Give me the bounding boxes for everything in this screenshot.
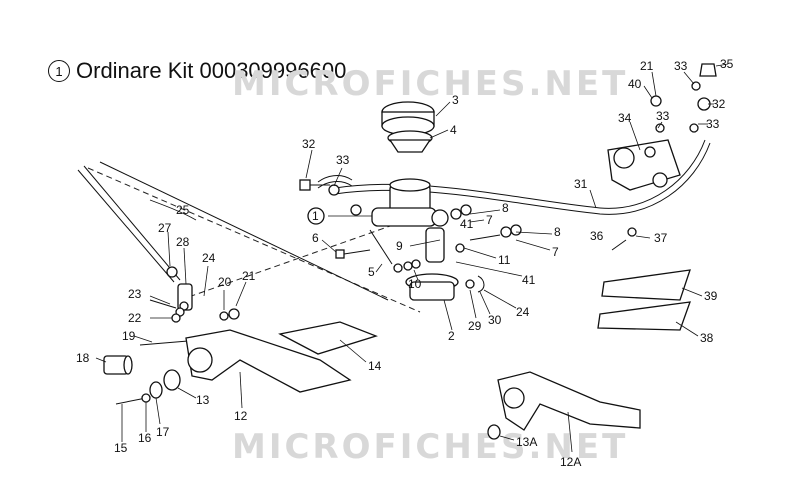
part-label: 37 xyxy=(654,231,668,245)
part-label: 38 xyxy=(700,331,714,345)
part-label: 12 xyxy=(234,409,248,423)
part-label: 9 xyxy=(396,239,403,253)
part-label: 7 xyxy=(552,245,559,259)
part-label: 13 xyxy=(196,393,210,407)
part-label: 41 xyxy=(522,273,536,287)
reservoir-cap xyxy=(381,101,435,136)
part-label: 25 xyxy=(176,203,190,217)
part-label: 36 xyxy=(590,229,604,243)
part-label: 2 xyxy=(448,329,455,343)
master-cylinder xyxy=(371,178,459,301)
part-label: 8 xyxy=(502,201,509,215)
kit-symbol: 1 xyxy=(48,60,70,82)
part-label: 12A xyxy=(560,455,581,469)
part-label: 41 xyxy=(460,217,474,231)
part-label: 8 xyxy=(554,225,561,239)
part-label: 21 xyxy=(640,59,654,73)
part-label: 28 xyxy=(176,235,190,249)
part-label: 1 xyxy=(312,209,319,223)
brake-pedal-alt xyxy=(487,371,641,440)
part-label: 24 xyxy=(202,251,216,265)
part-label: 32 xyxy=(712,97,726,111)
leader-lines xyxy=(95,63,729,453)
part-label: 39 xyxy=(704,289,718,303)
part-label: 4 xyxy=(450,123,457,137)
part-label: 11 xyxy=(498,253,511,267)
pivot-knob xyxy=(103,355,133,375)
part-label: 32 xyxy=(302,137,316,151)
pedal-bushings xyxy=(115,369,181,405)
part-label: 7 xyxy=(486,213,493,227)
part-label: 3 xyxy=(452,93,459,107)
kit-marker xyxy=(307,207,325,225)
part-label: 30 xyxy=(488,313,502,327)
part-labels: 3 4 32 33 1 8 41 7 8 7 6 9 11 5 10 41 2 … xyxy=(76,57,734,469)
part-label: 14 xyxy=(368,359,382,373)
part-label: 33 xyxy=(674,59,688,73)
part-label: 19 xyxy=(122,329,136,343)
part-label: 17 xyxy=(156,425,170,439)
part-label: 24 xyxy=(516,305,530,319)
watermark-top: MICROFICHES.NET xyxy=(232,64,628,104)
hardware-small xyxy=(299,179,522,293)
part-label: 13A xyxy=(516,435,537,449)
part-label: 33 xyxy=(706,117,720,131)
part-label: 35 xyxy=(720,57,734,71)
part-label: 23 xyxy=(128,287,142,301)
watermark-bottom: MICROFICHES.NET xyxy=(232,427,628,467)
brake-pads xyxy=(597,269,691,331)
part-label: 20 xyxy=(218,275,232,289)
part-label: 22 xyxy=(128,311,142,325)
part-label: 33 xyxy=(336,153,350,167)
kit-order-note: 1 Ordinare Kit 000309996600 xyxy=(48,58,346,84)
part-label: 21 xyxy=(242,269,256,283)
part-label: 40 xyxy=(628,77,642,91)
part-label: 10 xyxy=(408,277,422,291)
part-label: 15 xyxy=(114,441,128,455)
part-label: 27 xyxy=(158,221,172,235)
assembly-guide-lines xyxy=(87,161,431,313)
part-label: 34 xyxy=(618,111,632,125)
part-label: 6 xyxy=(312,231,319,245)
part-label: 31 xyxy=(574,177,588,191)
kit-order-text: Ordinare Kit 000309996600 xyxy=(76,58,347,83)
part-label: 5 xyxy=(368,265,375,279)
part-label: 16 xyxy=(138,431,152,445)
brake-pedal xyxy=(185,321,378,393)
part-label: 33 xyxy=(656,109,670,123)
part-label: 29 xyxy=(468,319,482,333)
reservoir-seal xyxy=(387,130,433,153)
part-label: 18 xyxy=(76,351,90,365)
